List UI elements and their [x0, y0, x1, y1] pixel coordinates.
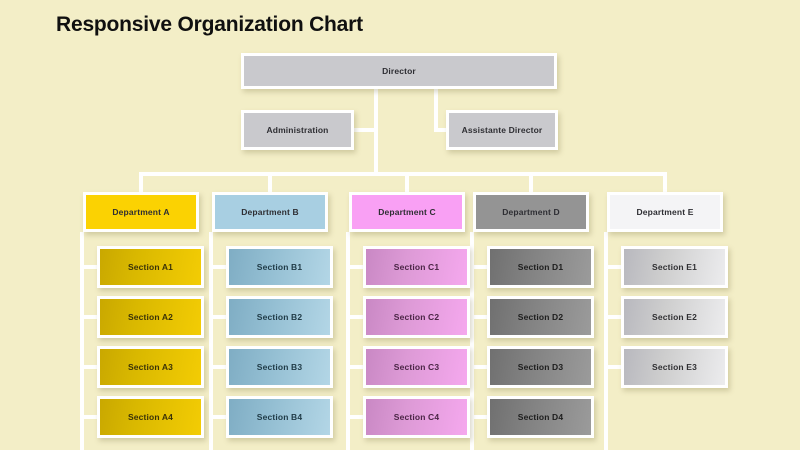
connector-section-stub-E2: [604, 315, 621, 319]
section-node-D1[interactable]: Section D1: [487, 246, 594, 288]
connector-section-stub-C2: [346, 315, 363, 319]
section-node-C4[interactable]: Section C4: [363, 396, 470, 438]
connector-section-stub-E3: [604, 365, 621, 369]
connector-section-stub-B4: [209, 415, 226, 419]
section-node-C1[interactable]: Section C1: [363, 246, 470, 288]
connector-section-stub-B1: [209, 265, 226, 269]
node-assistante-director[interactable]: Assistante Director: [446, 110, 558, 150]
dept-header-E[interactable]: Department E: [607, 192, 723, 232]
connector-assistant-stem: [434, 89, 438, 130]
connector-assistante-director: [434, 128, 446, 132]
node-administration[interactable]: Administration: [241, 110, 354, 150]
section-node-C3[interactable]: Section C3: [363, 346, 470, 388]
connector-dept-drop-A: [139, 172, 143, 192]
section-node-D3[interactable]: Section D3: [487, 346, 594, 388]
connector-section-stub-D4: [470, 415, 487, 419]
connector-section-stub-A3: [80, 365, 97, 369]
section-node-B2[interactable]: Section B2: [226, 296, 333, 338]
connector-dept-stem-D: [470, 232, 474, 450]
connector-department-bus: [140, 172, 665, 176]
connector-dept-stem-C: [346, 232, 350, 450]
page-title: Responsive Organization Chart: [56, 13, 363, 36]
connector-dept-drop-E: [663, 172, 667, 192]
connector-administration: [354, 128, 374, 132]
section-node-A2[interactable]: Section A2: [97, 296, 204, 338]
section-node-B1[interactable]: Section B1: [226, 246, 333, 288]
connector-director-stem: [374, 89, 378, 176]
connector-dept-stem-E: [604, 232, 608, 450]
connector-dept-drop-D: [529, 172, 533, 192]
connector-section-stub-D2: [470, 315, 487, 319]
node-director[interactable]: Director: [241, 53, 557, 89]
section-node-E2[interactable]: Section E2: [621, 296, 728, 338]
connector-dept-stem-B: [209, 232, 213, 450]
connector-section-stub-A4: [80, 415, 97, 419]
connector-section-stub-A2: [80, 315, 97, 319]
section-node-E3[interactable]: Section E3: [621, 346, 728, 388]
connector-section-stub-B3: [209, 365, 226, 369]
connector-section-stub-C4: [346, 415, 363, 419]
connector-section-stub-D3: [470, 365, 487, 369]
section-node-A1[interactable]: Section A1: [97, 246, 204, 288]
section-node-A4[interactable]: Section A4: [97, 396, 204, 438]
dept-header-D[interactable]: Department D: [473, 192, 589, 232]
connector-section-stub-A1: [80, 265, 97, 269]
section-node-E1[interactable]: Section E1: [621, 246, 728, 288]
dept-header-A[interactable]: Department A: [83, 192, 199, 232]
section-node-B4[interactable]: Section B4: [226, 396, 333, 438]
connector-section-stub-E1: [604, 265, 621, 269]
section-node-A3[interactable]: Section A3: [97, 346, 204, 388]
dept-header-C[interactable]: Department C: [349, 192, 465, 232]
section-node-D4[interactable]: Section D4: [487, 396, 594, 438]
section-node-C2[interactable]: Section C2: [363, 296, 470, 338]
dept-header-B[interactable]: Department B: [212, 192, 328, 232]
connector-section-stub-B2: [209, 315, 226, 319]
section-node-D2[interactable]: Section D2: [487, 296, 594, 338]
section-node-B3[interactable]: Section B3: [226, 346, 333, 388]
connector-section-stub-C1: [346, 265, 363, 269]
connector-dept-drop-C: [405, 172, 409, 192]
connector-dept-stem-A: [80, 232, 84, 450]
connector-section-stub-C3: [346, 365, 363, 369]
connector-dept-drop-B: [268, 172, 272, 192]
connector-section-stub-D1: [470, 265, 487, 269]
